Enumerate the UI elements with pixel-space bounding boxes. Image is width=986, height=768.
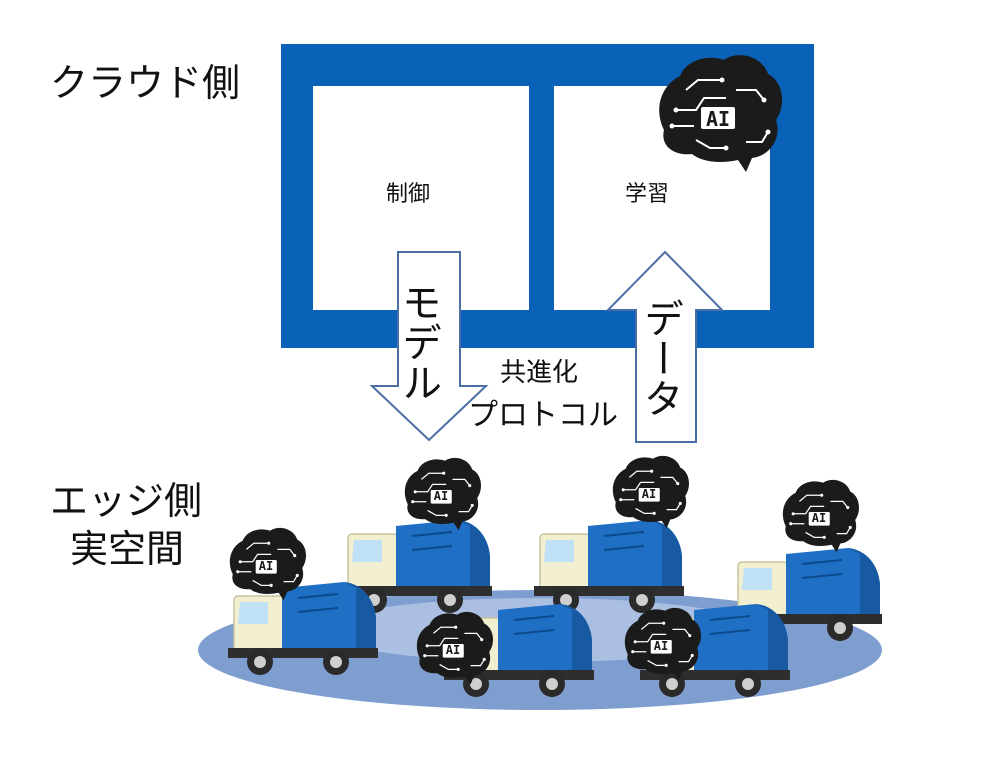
- ai-badge: AI: [259, 559, 273, 573]
- ai-badge: AI: [812, 511, 826, 525]
- data-up-arrow: [605, 250, 725, 443]
- ai-badge: AI: [446, 643, 460, 657]
- ai-badge: AI: [654, 639, 668, 653]
- ai-badge: AI: [706, 107, 730, 131]
- co-evolution-label: 共進化: [500, 358, 579, 388]
- learning-label: 学習: [625, 182, 670, 207]
- ai-badge: AI: [434, 489, 448, 503]
- data-label: データ: [637, 298, 683, 418]
- model-down-arrow: [369, 251, 489, 442]
- control-label: 制御: [386, 182, 431, 207]
- ai-badge: AI: [642, 487, 656, 501]
- cloud-side-label: クラウド側: [50, 61, 241, 105]
- real-space-label: 実空間: [70, 527, 185, 571]
- edge-side-label: エッジ側: [50, 479, 203, 523]
- model-label: モデル: [395, 282, 441, 402]
- protocol-label: プロトコル: [468, 398, 618, 433]
